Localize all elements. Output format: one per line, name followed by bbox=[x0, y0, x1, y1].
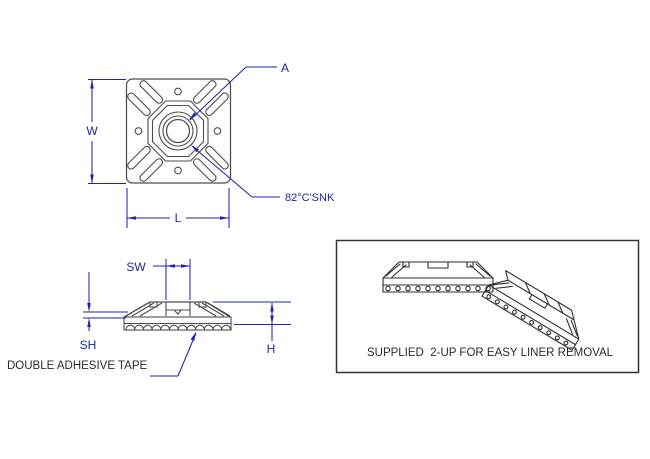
top-view: W L A 82°C'SNK bbox=[86, 61, 335, 228]
tie-slot bbox=[192, 158, 217, 182]
countersink-inner-circle bbox=[162, 115, 194, 147]
tie-slot bbox=[192, 80, 217, 104]
countersink-label: 82°C'SNK bbox=[285, 192, 335, 204]
supplied-box: SUPPLIED 2-UP FOR EASY LINER REMOVAL bbox=[335, 239, 640, 374]
tie-slot-pair-se bbox=[192, 145, 229, 182]
octagon-boss-inner bbox=[151, 104, 205, 158]
tie-slot bbox=[139, 80, 164, 104]
octagon-boss-outer bbox=[147, 100, 209, 162]
note-box-border bbox=[335, 239, 640, 374]
mounting-hole bbox=[134, 127, 143, 135]
tie-slot bbox=[127, 145, 151, 170]
length-dim-label: L bbox=[175, 211, 182, 225]
supplied-note: SUPPLIED 2-UP FOR EASY LINER REMOVAL bbox=[367, 347, 614, 359]
peeled-mount-illustration bbox=[481, 270, 580, 351]
height-dim-label: H bbox=[267, 342, 276, 356]
mounting-hole bbox=[174, 87, 182, 96]
tape-label: DOUBLE ADHESIVE TAPE bbox=[7, 360, 148, 372]
tie-slot-pair-nw bbox=[127, 80, 164, 117]
countersink-outer-circle bbox=[158, 111, 198, 151]
dim-SH: SH bbox=[80, 272, 128, 352]
slot-width-dim-label: SW bbox=[126, 260, 146, 274]
tape-scallops bbox=[125, 324, 231, 330]
dim-H: H bbox=[213, 301, 291, 356]
leader-A: A bbox=[189, 61, 289, 121]
mounting-holes bbox=[134, 87, 222, 175]
liner-dots bbox=[385, 285, 491, 292]
tie-slot-pair-ne bbox=[192, 80, 229, 117]
leader-countersink: 82°C'SNK bbox=[191, 145, 335, 204]
standoff-height-dim-label: SH bbox=[80, 338, 97, 352]
width-dim-label: W bbox=[86, 124, 98, 138]
tie-slot bbox=[205, 92, 229, 117]
center-hole bbox=[165, 118, 191, 144]
mounting-hole bbox=[213, 127, 222, 135]
hole-callout-label: A bbox=[281, 61, 289, 75]
dim-W: W bbox=[86, 78, 126, 185]
dim-L: L bbox=[126, 188, 230, 228]
mounting-hole bbox=[174, 166, 182, 175]
tie-slot-pair-sw bbox=[127, 145, 164, 182]
side-view: SW SH H DOUBLE ADHESIVE TAPE bbox=[7, 259, 291, 377]
tie-slots bbox=[127, 80, 229, 182]
tie-slot bbox=[205, 145, 229, 170]
flat-mount-illustration bbox=[382, 261, 494, 293]
tape-leader: DOUBLE ADHESIVE TAPE bbox=[7, 332, 197, 377]
tie-slot bbox=[139, 158, 164, 182]
mount-base-outline bbox=[125, 78, 232, 184]
profile-webs bbox=[125, 302, 231, 317]
tie-slot bbox=[127, 92, 151, 117]
liner-dots bbox=[486, 294, 569, 346]
dim-SW: SW bbox=[126, 259, 191, 300]
